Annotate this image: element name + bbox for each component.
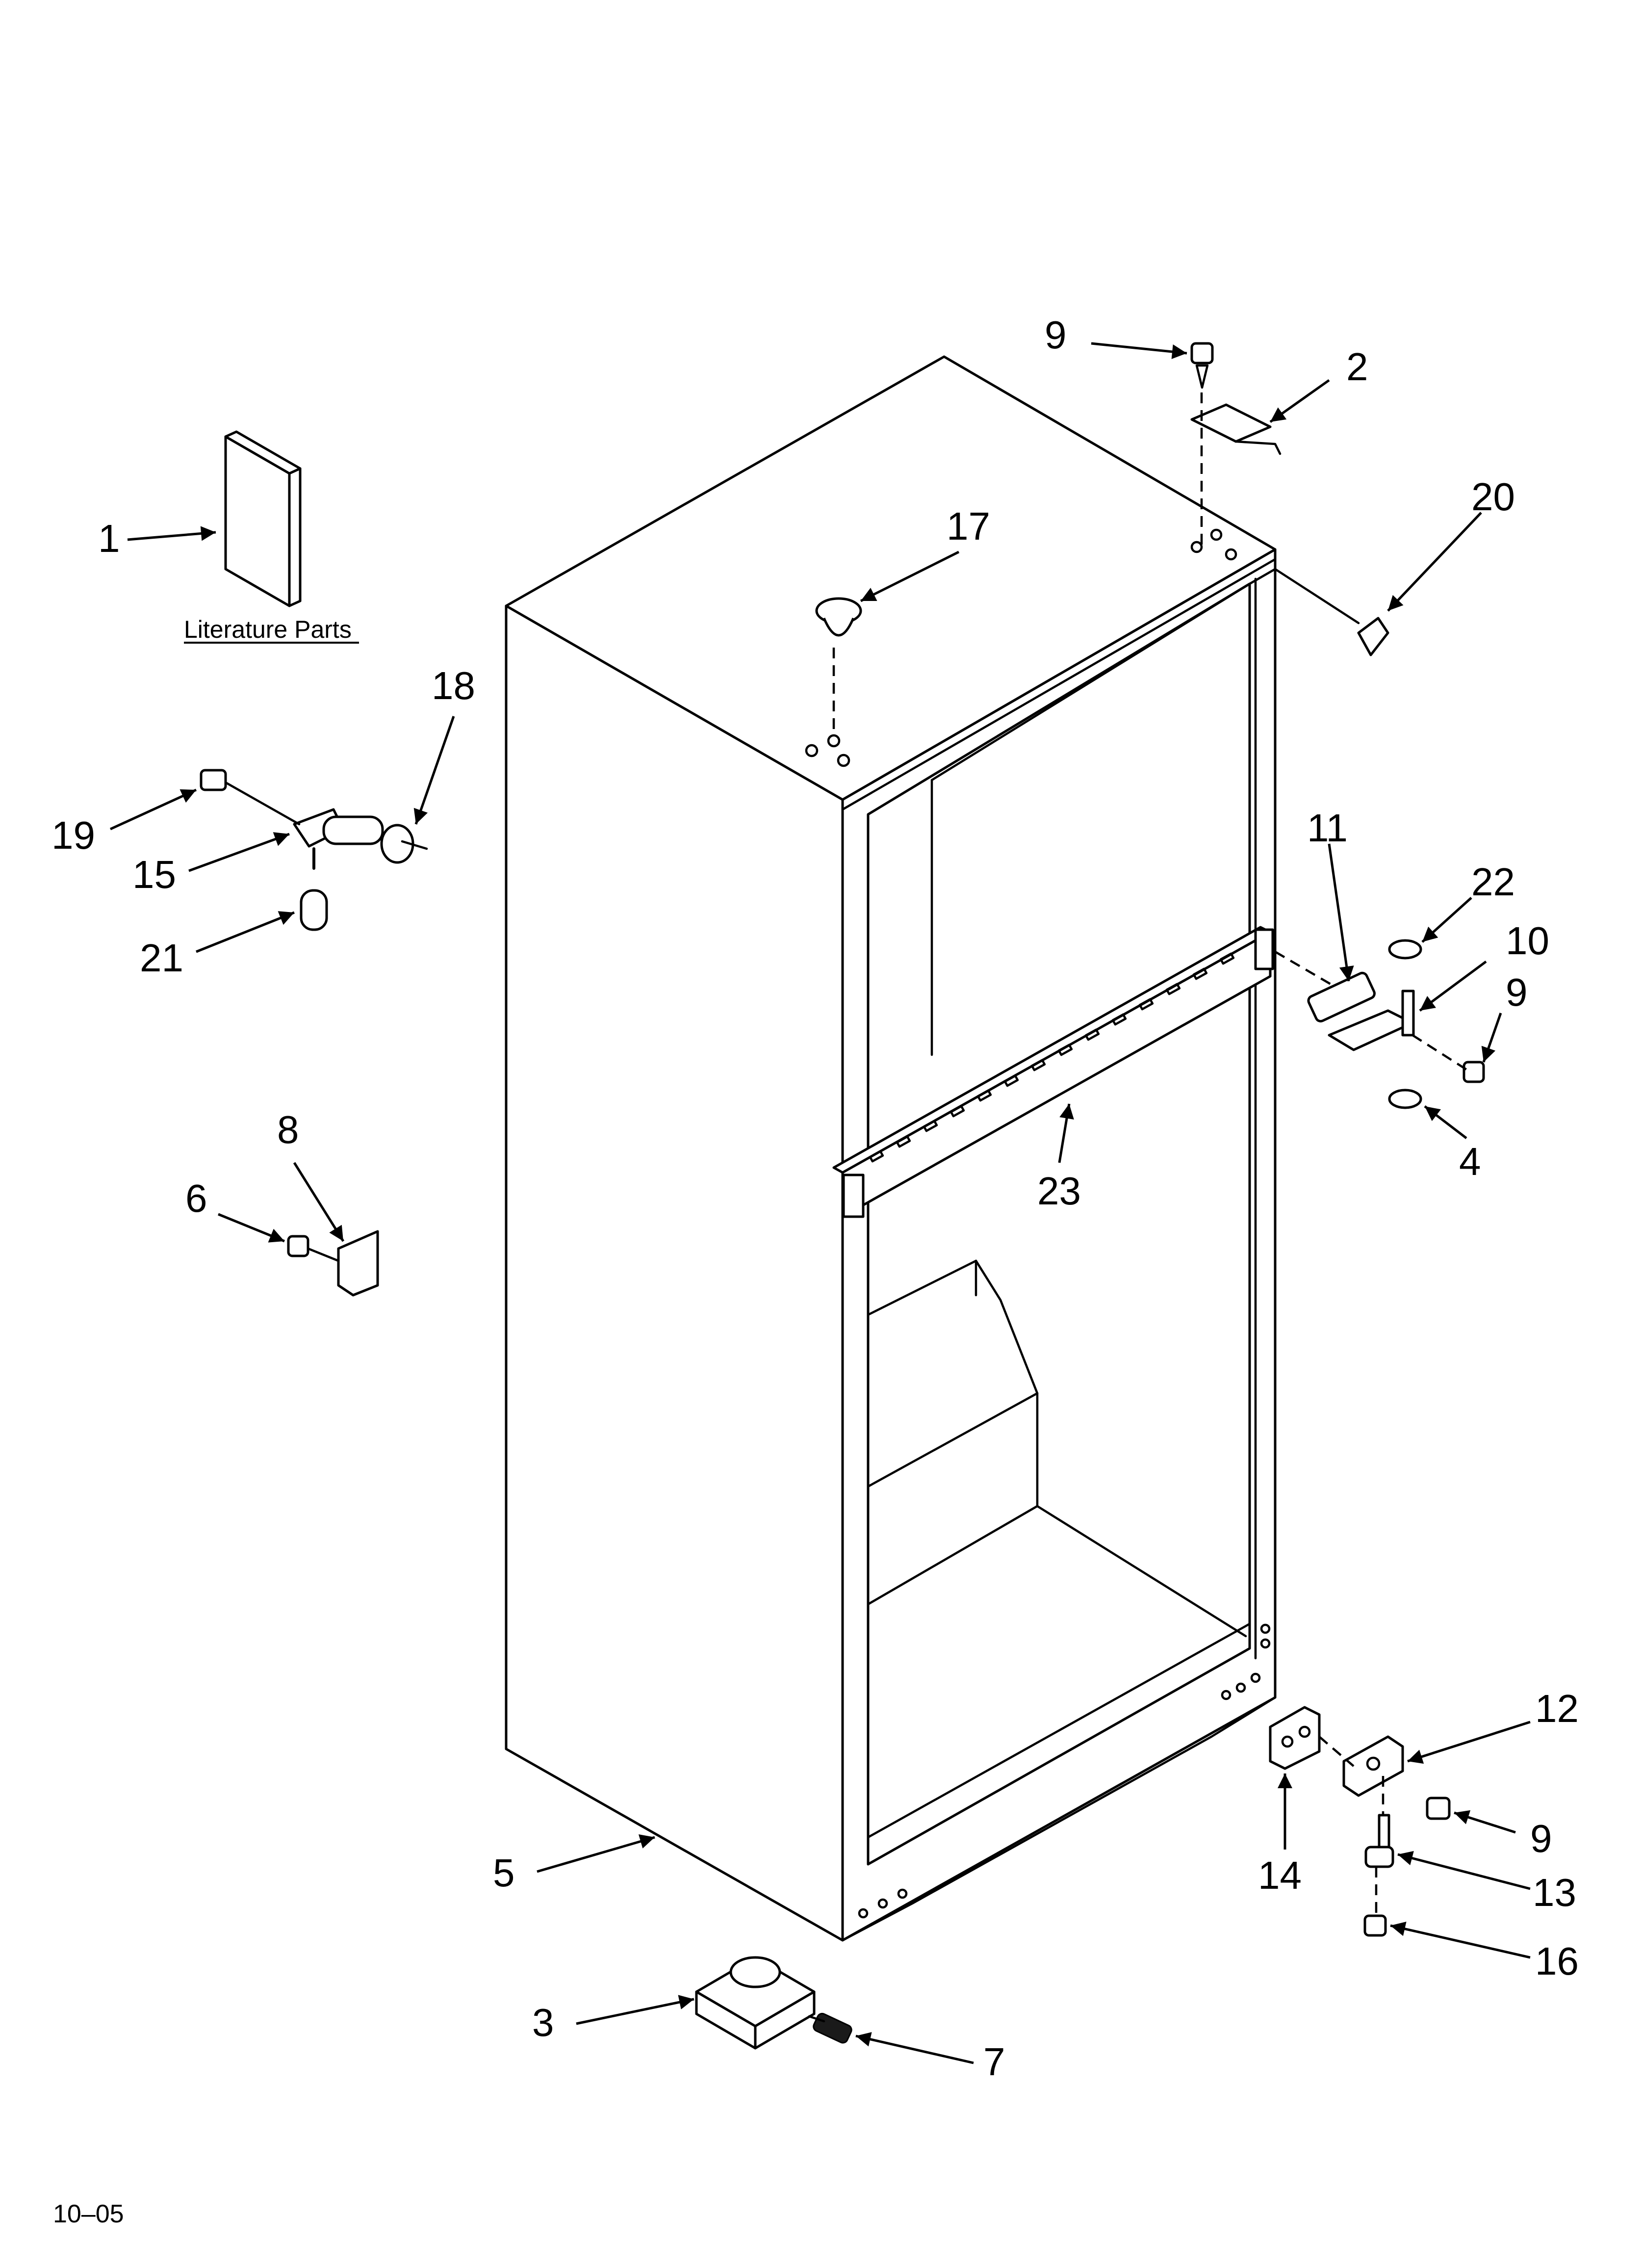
callout-22: 22 [1471,860,1515,904]
clip-and-screw [287,1230,379,1297]
callout-3: 3 [532,2001,554,2044]
callout-23: 23 [1037,1169,1081,1213]
footer-code: 10–05 [53,2200,124,2228]
callout-7: 7 [983,2040,1005,2084]
callout-9-mid: 9 [1506,970,1528,1014]
callout-20: 20 [1471,475,1515,519]
screw-top [1190,342,1214,389]
callout-2: 2 [1346,345,1368,389]
alignment-lines [832,392,1467,1913]
callout-21: 21 [140,936,183,980]
literature-caption: Literature Parts [184,616,352,643]
callout-12: 12 [1535,1687,1579,1730]
upper-door-hinge-assembly [200,769,414,931]
callout-8: 8 [277,1108,299,1151]
callout-labels: 1 2 3 4 5 6 7 8 9 9 9 10 11 12 13 14 15 … [51,313,1579,2084]
callout-13: 13 [1533,1871,1576,1914]
callout-9-bottom: 9 [1530,1817,1552,1860]
callout-16: 16 [1535,1939,1579,1983]
callout-11: 11 [1307,806,1348,850]
callout-4: 4 [1459,1140,1481,1183]
hinge-shim [1269,1706,1321,1770]
mullion-slots [869,952,1235,1163]
callout-19: 19 [51,813,95,857]
callout-leaders [109,342,1531,2064]
center-hinge-assembly [1307,939,1485,1109]
cabinet-shell [505,355,1277,1942]
callout-17: 17 [947,504,990,548]
callout-9-top: 9 [1045,313,1067,357]
callout-5: 5 [493,1851,515,1895]
hinge-cover-plug [1357,617,1389,656]
callout-14: 14 [1258,1853,1302,1897]
leveling-screw [813,2012,852,2044]
center-mullion [832,926,1274,1218]
callout-18: 18 [432,664,475,707]
callout-10: 10 [1506,919,1549,963]
plug-button [815,597,862,637]
top-hinge-bracket [1190,403,1282,455]
callout-1: 1 [98,517,120,560]
connector-lines [224,568,1360,2023]
bottom-hinge-assembly [1342,1735,1451,1937]
callout-6: 6 [185,1176,207,1220]
roller-assembly [695,1956,816,2050]
callout-15: 15 [132,853,176,896]
literature-booklet [224,430,302,607]
